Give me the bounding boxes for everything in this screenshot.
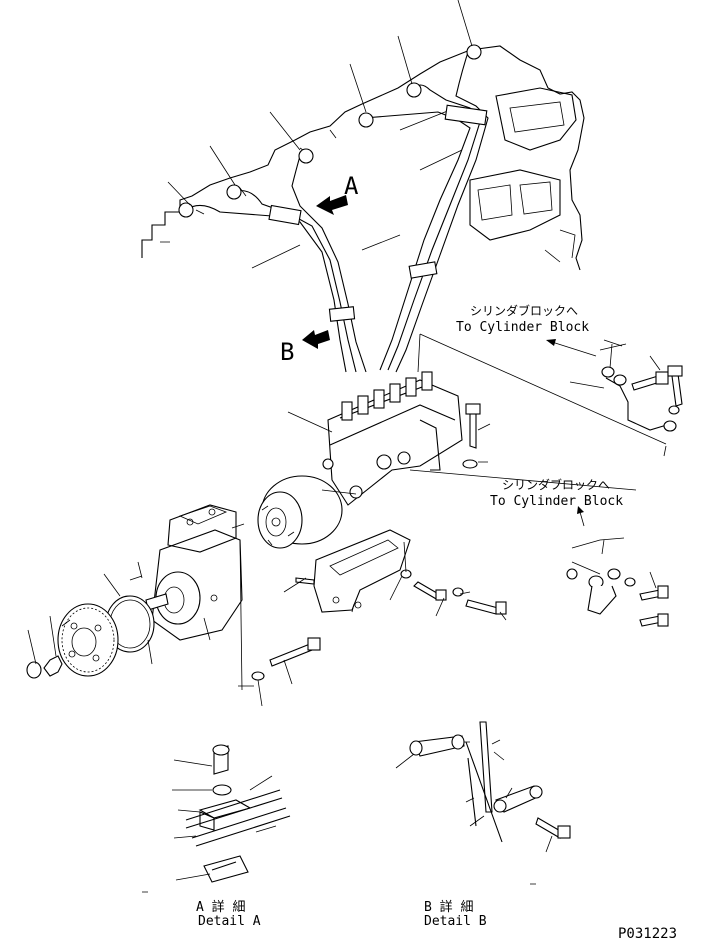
lower-block-connection (566, 537, 669, 627)
detail-b-jp: B 詳 細 (424, 900, 474, 915)
engine-block (141, 45, 585, 271)
detail-a-en: Detail A (198, 914, 261, 929)
label-a: A (344, 172, 359, 200)
head-leaders (167, 0, 473, 206)
route-lower-en: To Cylinder Block (490, 494, 624, 509)
detail-a-drawing (142, 744, 536, 893)
pump-fasteners (251, 403, 507, 681)
upper-block-connection (569, 339, 683, 432)
arrow-a-icon (316, 195, 348, 215)
routing-lines (238, 333, 667, 691)
drawing-number: P031223 (618, 926, 678, 942)
detail-a-jp: A 詳 細 (196, 900, 246, 915)
route-upper-en: To Cylinder Block (456, 320, 590, 335)
pump-bracket (313, 529, 411, 613)
arrow-b-icon (302, 330, 330, 349)
injection-pipes (178, 44, 489, 373)
route-lower-jp: シリンダブロックへ (502, 478, 611, 492)
label-b: B (280, 338, 295, 366)
route-arrow-icon (546, 339, 597, 527)
injection-pump (257, 371, 463, 549)
detail-b-en: Detail B (424, 914, 487, 929)
route-upper-jp: シリンダブロックへ (470, 304, 579, 318)
part-leaders (27, 411, 507, 707)
compressor-drive (26, 523, 245, 679)
air-compressor (145, 504, 243, 641)
detail-b-drawing (395, 721, 571, 853)
